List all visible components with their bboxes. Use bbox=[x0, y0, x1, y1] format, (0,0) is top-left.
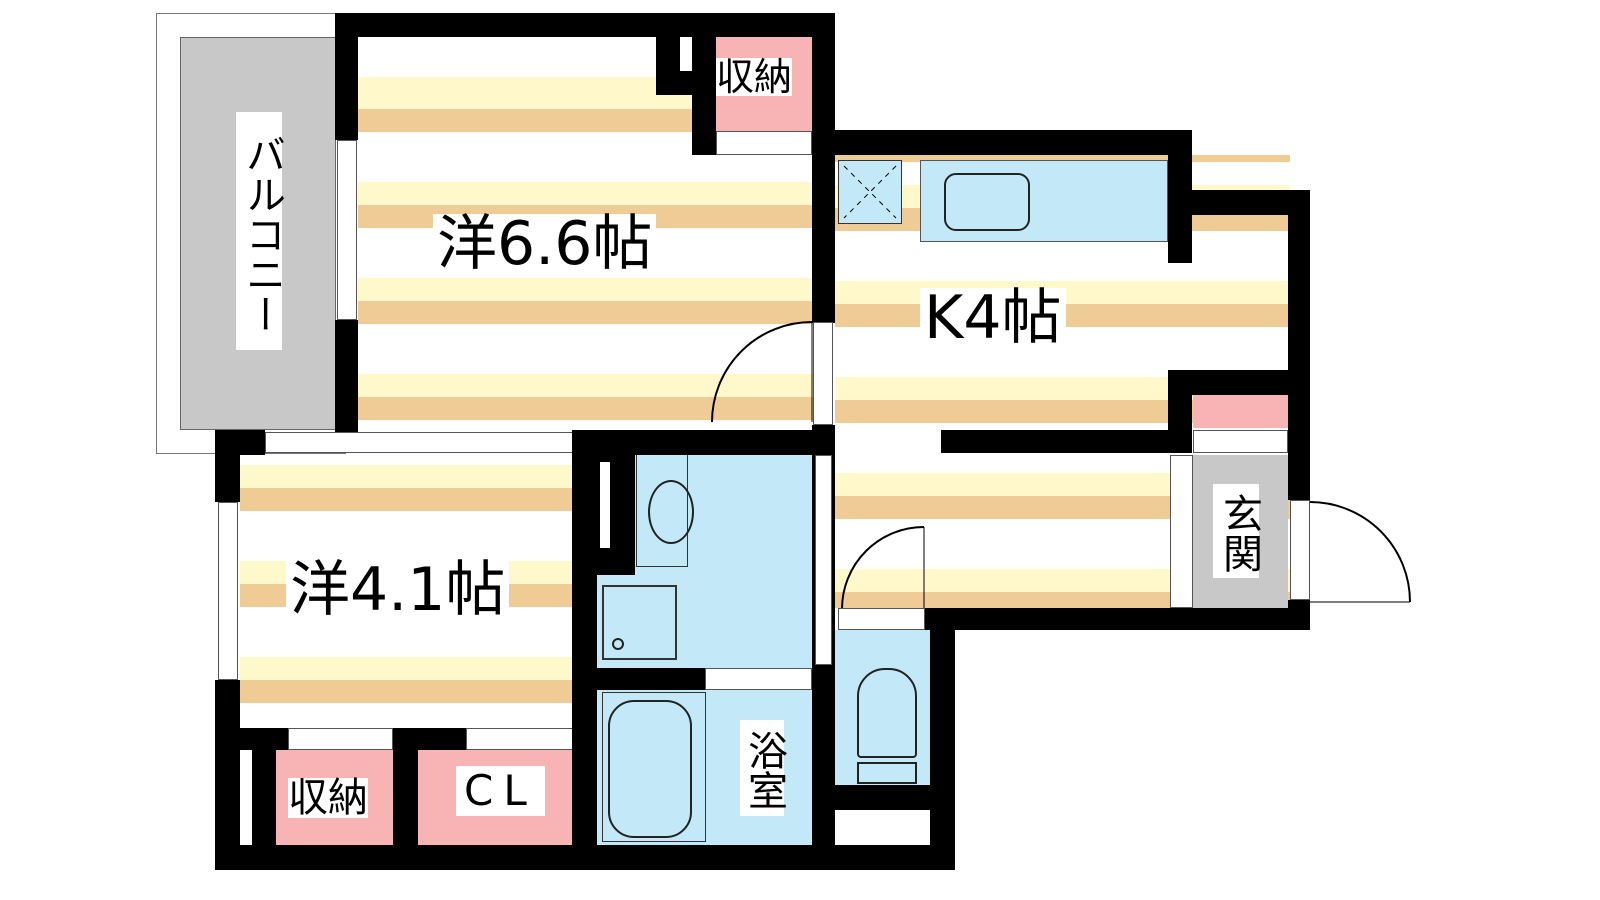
balcony-label: バルコニー bbox=[236, 112, 285, 350]
wall bbox=[252, 750, 276, 845]
refrigerator-space bbox=[838, 160, 902, 224]
closet-door[interactable] bbox=[466, 728, 573, 750]
wall bbox=[215, 680, 240, 870]
bathtub-inner bbox=[608, 700, 692, 838]
window-4-1[interactable] bbox=[218, 502, 238, 680]
wall bbox=[572, 430, 597, 870]
storage-bottom-label: 収納 bbox=[288, 775, 368, 821]
toilet-room bbox=[835, 630, 930, 785]
toilet-door-icon[interactable] bbox=[840, 525, 928, 615]
wall bbox=[941, 430, 1192, 453]
wall bbox=[812, 130, 1192, 155]
washing-machine-space bbox=[602, 585, 677, 660]
wall bbox=[335, 13, 835, 37]
storage-bottom-door[interactable] bbox=[288, 728, 393, 750]
shoe-storage-shelf bbox=[1193, 430, 1288, 453]
western-6-6-label: 洋6.6帖 bbox=[433, 214, 657, 274]
window-middle[interactable] bbox=[265, 432, 573, 453]
kitchen-label: K4帖 bbox=[920, 288, 1066, 348]
washbasin-bowl bbox=[648, 480, 694, 544]
wall-notch bbox=[600, 462, 610, 548]
bathtub-icon bbox=[602, 692, 706, 842]
wall-notch bbox=[680, 37, 692, 71]
wall bbox=[692, 95, 716, 155]
balcony-window[interactable] bbox=[337, 140, 357, 320]
wall bbox=[240, 728, 288, 750]
wall bbox=[835, 785, 930, 810]
wall bbox=[925, 608, 1310, 630]
wall bbox=[335, 320, 358, 432]
wall bbox=[1168, 190, 1310, 215]
closet-label: CL bbox=[456, 766, 545, 816]
wall bbox=[393, 728, 418, 845]
bath-door[interactable] bbox=[705, 668, 812, 690]
storage-top-label: 収納 bbox=[716, 55, 793, 99]
wall bbox=[597, 668, 705, 690]
wall bbox=[572, 430, 835, 455]
refrigerator-x-icon bbox=[843, 165, 897, 219]
wall bbox=[812, 13, 835, 323]
wall bbox=[930, 608, 955, 870]
wall bbox=[335, 13, 358, 140]
entrance-door-icon[interactable] bbox=[1309, 500, 1414, 604]
drain-icon bbox=[612, 638, 624, 650]
door-6-6-icon[interactable] bbox=[710, 321, 814, 430]
entrance-label: 玄関 bbox=[1213, 484, 1262, 578]
balcony bbox=[180, 37, 336, 430]
toilet-icon bbox=[857, 668, 917, 758]
wall bbox=[1288, 190, 1310, 500]
toilet-tank bbox=[857, 762, 917, 784]
entrance-door-leaf[interactable] bbox=[1290, 500, 1310, 600]
washroom-partition-door[interactable] bbox=[815, 455, 832, 665]
wall bbox=[215, 430, 240, 502]
wall bbox=[812, 425, 835, 455]
western-4-1-label: 洋4.1帖 bbox=[286, 560, 510, 620]
toilet-door[interactable] bbox=[838, 608, 925, 630]
sink-icon bbox=[944, 173, 1030, 231]
shoe-storage bbox=[1193, 395, 1288, 428]
entrance-step bbox=[1170, 455, 1193, 608]
bathroom-label: 浴室 bbox=[740, 720, 787, 816]
door-6-6-leaf[interactable] bbox=[813, 322, 833, 425]
storage-top-door[interactable] bbox=[716, 131, 812, 155]
